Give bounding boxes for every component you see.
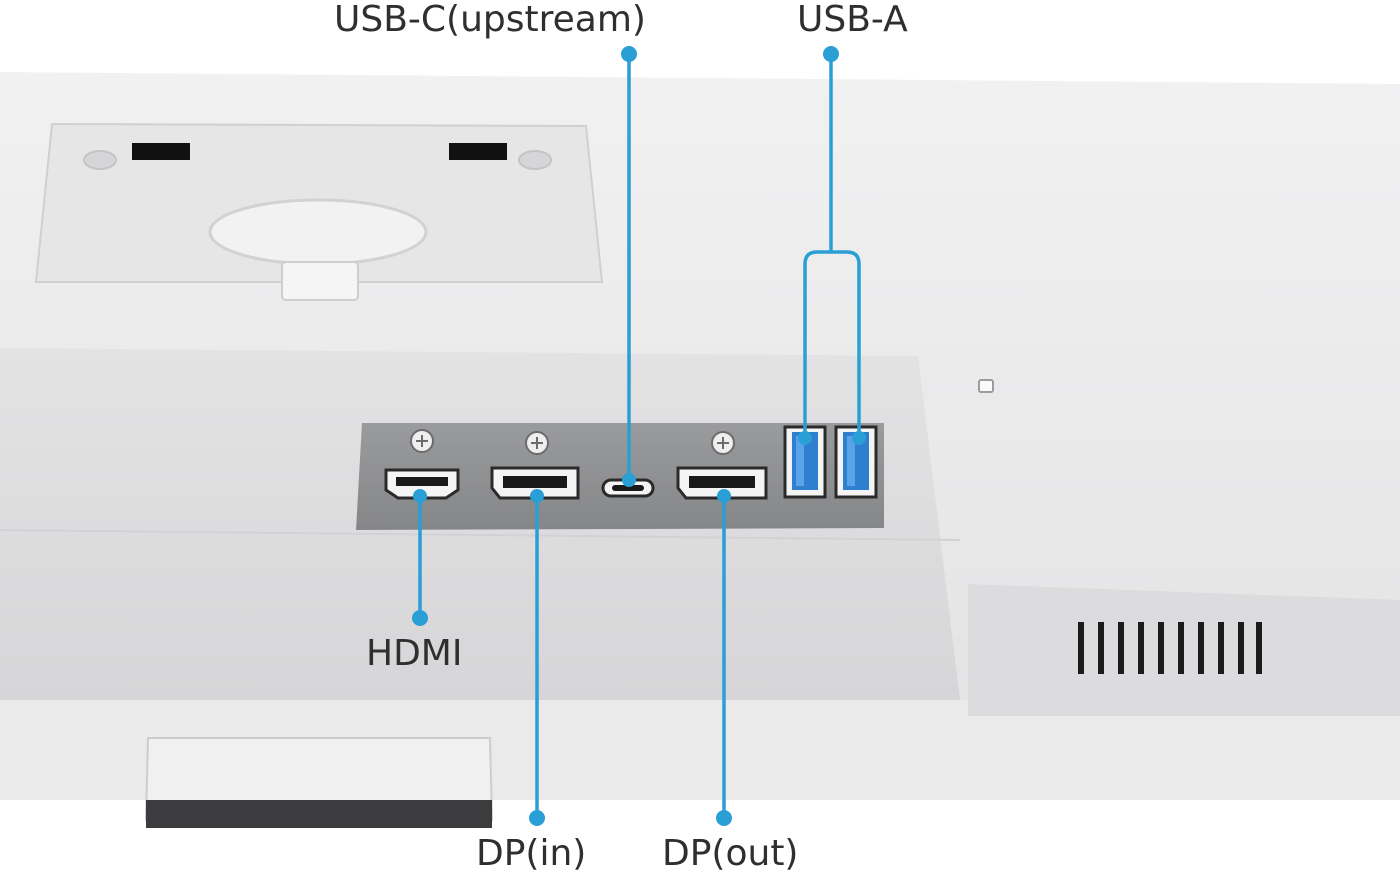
vent-grille-icon <box>1078 622 1262 674</box>
callout-usba <box>803 52 861 440</box>
vesa-hole-left <box>83 150 117 170</box>
usb-a-port-icon <box>783 425 827 499</box>
label-usba: USB-A <box>797 0 908 40</box>
displayport-icon <box>490 466 580 500</box>
label-dpin: DP(in) <box>476 833 587 874</box>
callout-dots <box>412 46 866 826</box>
indicator-dot <box>978 379 994 393</box>
io-panel <box>356 423 884 530</box>
stand-latch <box>281 261 359 301</box>
callout-lines <box>418 52 861 820</box>
hdmi-port-icon <box>384 468 460 500</box>
vesa-slot-left <box>132 143 190 160</box>
label-usbc: USB-C(upstream) <box>334 0 646 40</box>
stand-hub <box>208 198 428 266</box>
label-dpout: DP(out) <box>662 833 799 874</box>
usb-c-port-icon <box>601 478 655 498</box>
label-hdmi: HDMI <box>366 633 463 674</box>
vesa-slot-right <box>449 143 507 160</box>
vesa-hole-right <box>518 150 552 170</box>
